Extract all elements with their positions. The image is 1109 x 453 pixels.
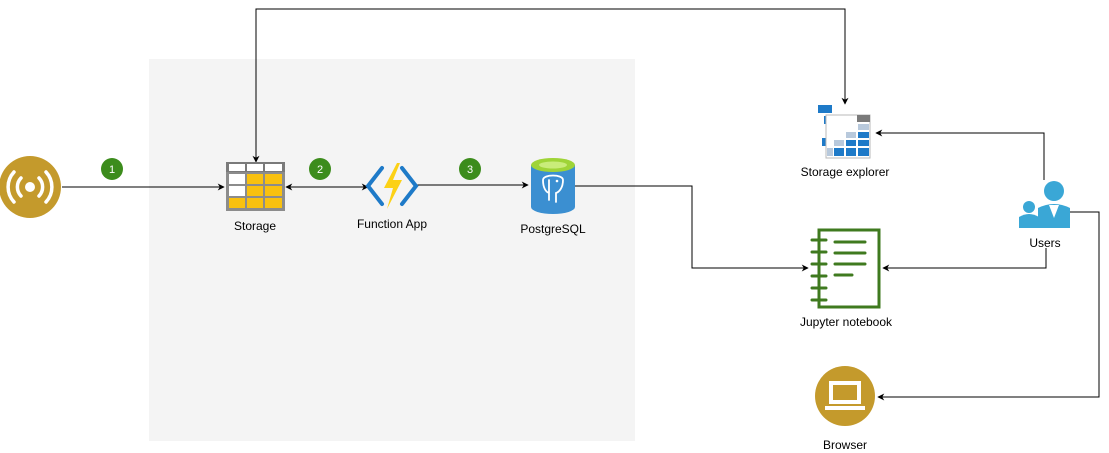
step-badge-3: 3 — [459, 158, 481, 180]
notebook-icon — [810, 228, 881, 309]
jupyter-label: Jupyter notebook — [800, 315, 893, 329]
edge-users-jupyter — [882, 248, 1047, 272]
postgresql-icon — [531, 158, 575, 214]
step-badge-1: 1 — [101, 158, 123, 180]
storage-explorer-label: Storage explorer — [801, 165, 890, 179]
processing-group — [149, 59, 635, 441]
step-number-1: 1 — [109, 164, 115, 176]
edge-users-browser — [877, 211, 1100, 401]
users-icon — [1019, 181, 1070, 228]
function-app-icon — [365, 163, 419, 209]
users-label: Users — [1029, 236, 1060, 250]
browser-icon — [815, 366, 875, 426]
iot-device-icon — [0, 156, 61, 218]
storage-label: Storage — [234, 219, 276, 233]
connectors — [62, 8, 1100, 401]
edge-explorer-storage — [252, 8, 849, 163]
storage-explorer-icon — [818, 105, 871, 159]
step-number-2: 2 — [317, 164, 323, 176]
browser-label: Browser — [823, 438, 867, 452]
postgresql-label: PostgreSQL — [520, 222, 586, 236]
edge-postgres-jupyter — [575, 185, 809, 272]
function-app-label: Function App — [357, 217, 427, 231]
step-badge-2: 2 — [309, 158, 331, 180]
step-number-3: 3 — [467, 164, 473, 176]
table-storage-icon — [226, 162, 285, 211]
edge-users-explorer — [875, 129, 1045, 180]
